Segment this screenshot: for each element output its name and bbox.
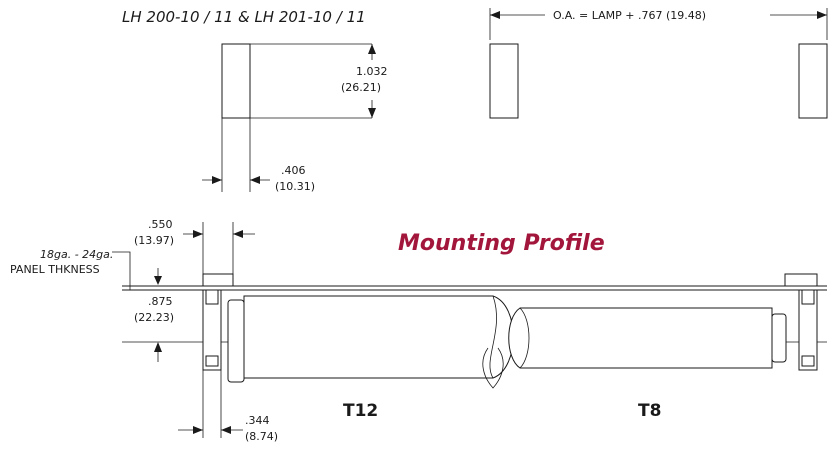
panel-depth-in: .875 <box>148 295 173 308</box>
t8-lamp <box>508 307 787 369</box>
height-dimension-in: 1.032 <box>356 65 388 78</box>
left-lampholder <box>202 273 245 383</box>
base-dimension-in: .344 <box>245 414 270 427</box>
panel-gauge-label: 18ga. - 24ga. <box>40 248 113 261</box>
right-lampholder <box>784 273 818 371</box>
mounting-profile-title: Mounting Profile <box>398 231 605 256</box>
offset-dimension <box>183 222 255 275</box>
overall-length-label: O.A. = LAMP + .767 (19.48) <box>553 9 706 22</box>
base-dimension-mm: (8.74) <box>245 430 278 443</box>
t8-label: T8 <box>638 401 661 421</box>
t12-lamp <box>243 295 514 389</box>
base-dimension <box>178 370 243 438</box>
panel-thickness-label: PANEL THKNESS <box>10 263 100 276</box>
height-dimension-mm: (26.21) <box>341 81 381 94</box>
width-dimension-mm: (10.31) <box>275 180 315 193</box>
overall-length-view <box>489 8 828 119</box>
offset-dimension-in: .550 <box>148 218 173 231</box>
panel-thickness-callout <box>112 251 162 362</box>
width-dimension-in: .406 <box>281 164 306 177</box>
t12-label: T12 <box>343 401 378 421</box>
offset-dimension-mm: (13.97) <box>134 234 174 247</box>
socket-end-view <box>202 43 376 192</box>
part-numbers-title: LH 200-10 / 11 & LH 201-10 / 11 <box>122 8 366 26</box>
panel-depth-mm: (22.23) <box>134 311 174 324</box>
